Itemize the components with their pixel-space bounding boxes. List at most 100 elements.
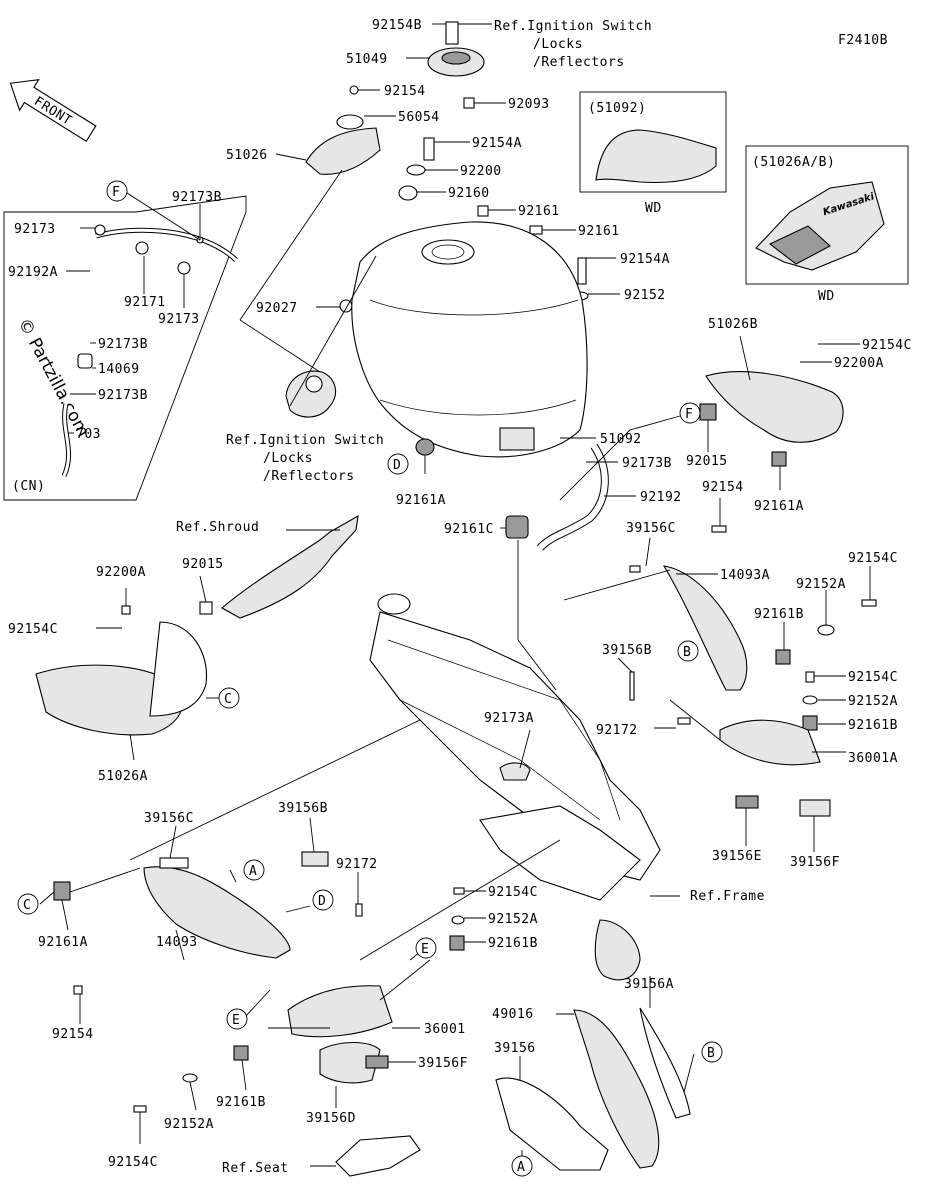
svg-text:E: E [421, 942, 429, 957]
part-label: 39156C [144, 811, 194, 826]
callout-D-left: D [312, 889, 334, 911]
part-label: 92154 [52, 1027, 94, 1042]
part-label: 92173 [14, 222, 56, 237]
part-label: 92173B [98, 337, 148, 352]
panel-36001a [719, 719, 821, 766]
damper-92161c [505, 515, 529, 539]
part-label: 39156D [306, 1111, 356, 1126]
cn-valve [77, 353, 93, 369]
front-arrow: FRONT [9, 78, 97, 142]
part-label: 92173 [158, 312, 200, 327]
part-label: 92200A [96, 565, 146, 580]
part-label: 92200 [460, 164, 502, 179]
part-label: 92172 [596, 723, 638, 738]
part-label: 92172 [336, 857, 378, 872]
bracket-14093a [662, 565, 748, 691]
bracket-14093 [143, 866, 291, 959]
filler-housing [305, 127, 381, 175]
cap-bolt [445, 21, 459, 45]
part-label: 51026B [708, 317, 758, 332]
inset-wd1-label: WD [645, 201, 662, 216]
callout-A-left: A [243, 859, 265, 881]
part-label: 92161B [488, 936, 538, 951]
part-label: 51049 [346, 52, 388, 67]
diagram-code: F2410B [838, 33, 888, 48]
svg-text:A: A [517, 1160, 525, 1175]
svg-text:Ref.Ignition Switch: Ref.Ignition Switch [494, 19, 652, 34]
part-label: 36001 [424, 1022, 466, 1037]
part-label: 39156E [712, 849, 762, 864]
svg-text:/Reflectors: /Reflectors [263, 469, 355, 484]
fuel-tank [351, 221, 588, 458]
svg-text:Ref.Ignition Switch: Ref.Ignition Switch [226, 433, 384, 448]
part-label: 51026A [98, 769, 148, 784]
pad-39156 [495, 1077, 609, 1171]
callout-A-bottom: A [511, 1155, 533, 1177]
ref-ignition-top: Ref.Ignition Switch /Locks /Reflectors [494, 19, 652, 70]
part-label: 92161B [216, 1095, 266, 1110]
part-label: 92161A [754, 499, 804, 514]
inset-wd-51026ab: (51026A/B) Kawasaki WD [745, 145, 909, 304]
left-cover-51026a [35, 664, 184, 736]
part-label: 92173B [172, 190, 222, 205]
svg-text:A: A [249, 864, 257, 879]
callout-E-center: E [415, 937, 437, 959]
part-label: 92154C [8, 622, 58, 637]
part-label: 92154B [372, 18, 422, 33]
part-label: 92200A [834, 356, 884, 371]
callout-C-left: C [218, 687, 240, 709]
panel-36001 [287, 985, 393, 1038]
part-label: 39156F [418, 1056, 468, 1071]
part-label: 51092 [600, 432, 642, 447]
callout-E-left: E [226, 1008, 248, 1030]
part-49016 [573, 1009, 660, 1169]
ref-seat: Ref.Seat [222, 1161, 289, 1176]
right-cover-51026b [705, 371, 844, 443]
part-label: 92154C [108, 1155, 158, 1170]
ref-frame: Ref.Frame [690, 889, 765, 904]
part-label: 92154 [384, 84, 426, 99]
part-label: 51026 [226, 148, 268, 163]
part-label: 92015 [686, 454, 728, 469]
part-label: 92173A [484, 711, 534, 726]
inset-wd2-code: (51026A/B) [752, 155, 835, 170]
svg-text:/Reflectors: /Reflectors [533, 55, 625, 70]
part-label: 92152A [796, 577, 846, 592]
ref-shroud: Ref.Shroud [176, 520, 259, 535]
svg-text:B: B [707, 1046, 715, 1061]
part-label: 92192A [8, 265, 58, 280]
part-label: 92154C [848, 670, 898, 685]
part-label: 92154C [848, 551, 898, 566]
part-label: 92161 [578, 224, 620, 239]
part-label: 92154C [488, 885, 538, 900]
part-label: 92161A [396, 493, 446, 508]
leader-lines [39, 23, 871, 1167]
part-label: 39156B [278, 801, 328, 816]
ref-ignition-mid: Ref.Ignition Switch /Locks /Reflectors [226, 433, 384, 484]
part-labels: 92154B 51049 92154 92093 56054 51026 921… [8, 18, 912, 1170]
callout-F-top: F [106, 180, 128, 202]
part-label: 92161B [848, 718, 898, 733]
gasket [336, 114, 364, 130]
part-label: 92152A [164, 1117, 214, 1132]
part-label: 14093 [156, 935, 198, 950]
part-label: 92093 [508, 97, 550, 112]
part-label: 92161B [754, 607, 804, 622]
part-label: 39156C [626, 521, 676, 536]
part-label: 92154A [620, 252, 670, 267]
part-label: 92154A [472, 136, 522, 151]
svg-text:D: D [393, 458, 401, 473]
svg-text:/Locks: /Locks [263, 451, 313, 466]
ignition-switch [285, 370, 337, 418]
inset-cn: (CN) [3, 195, 247, 501]
svg-text:D: D [318, 894, 326, 909]
tank-cover-wd [595, 129, 717, 183]
part-label: 92015 [182, 557, 224, 572]
svg-text:F: F [685, 407, 693, 422]
part-label: 92154C [862, 338, 912, 353]
inset-cn-label: (CN) [12, 479, 45, 494]
svg-text:B: B [683, 645, 691, 660]
callout-F-main: F [679, 402, 701, 424]
callout-D-main: D [387, 453, 409, 475]
part-label: 14093A [720, 568, 770, 583]
